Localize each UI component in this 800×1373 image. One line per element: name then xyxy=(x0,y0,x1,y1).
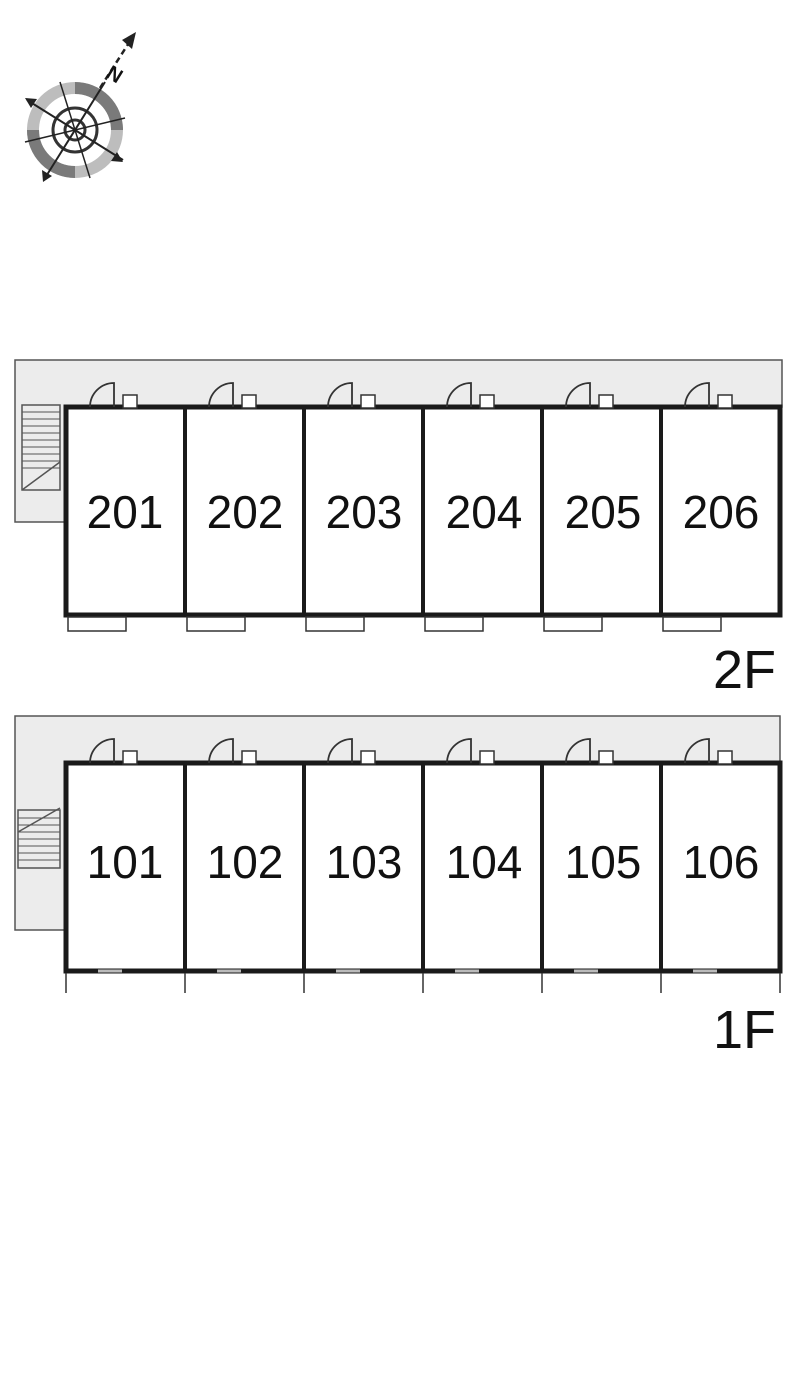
door-icon xyxy=(208,382,257,409)
door-icon xyxy=(565,738,614,765)
unit-number-206: 206 xyxy=(683,486,760,538)
unit-104: 104 xyxy=(446,738,544,973)
door-icon xyxy=(446,738,495,765)
unit-number-105: 105 xyxy=(565,836,642,888)
door-icon xyxy=(327,382,376,409)
unit-105: 105 xyxy=(565,738,663,973)
unit-102: 102 xyxy=(207,738,306,973)
door-icon xyxy=(89,382,138,409)
door-icon xyxy=(89,738,138,765)
balcony xyxy=(424,616,484,632)
door-icon xyxy=(327,738,376,765)
door-icon xyxy=(684,382,733,409)
unit-101: 101 xyxy=(87,738,187,973)
unit-201: 201 xyxy=(67,382,187,632)
unit-203: 203 xyxy=(305,382,425,632)
north-arrow-icon xyxy=(98,32,136,89)
unit-number-103: 103 xyxy=(326,836,403,888)
balcony xyxy=(543,616,603,632)
door-icon xyxy=(565,382,614,409)
unit-number-204: 204 xyxy=(446,486,523,538)
unit-number-203: 203 xyxy=(326,486,403,538)
balcony xyxy=(662,616,722,632)
stair-icon xyxy=(21,404,61,491)
floor-2f: 201 202 203 204 205 20 xyxy=(14,359,783,700)
unit-106: 106 xyxy=(683,738,760,973)
compass-rose-icon xyxy=(24,81,126,182)
compass: N xyxy=(24,32,136,182)
unit-number-205: 205 xyxy=(565,486,642,538)
unit-103: 103 xyxy=(326,738,425,973)
door-icon xyxy=(684,738,733,765)
north-label: N xyxy=(102,62,126,88)
unit-number-102: 102 xyxy=(207,836,284,888)
unit-206: 206 xyxy=(662,382,760,632)
unit-number-201: 201 xyxy=(87,486,164,538)
balcony xyxy=(67,616,127,632)
balcony xyxy=(186,616,246,632)
unit-202: 202 xyxy=(186,382,306,632)
unit-number-106: 106 xyxy=(683,836,760,888)
unit-205: 205 xyxy=(543,382,663,632)
floor-label-2f: 2F xyxy=(713,640,776,700)
stair-icon xyxy=(17,807,61,869)
unit-number-104: 104 xyxy=(446,836,523,888)
unit-number-202: 202 xyxy=(207,486,284,538)
door-icon xyxy=(208,738,257,765)
floor-1f: 101 102 103 104 105 10 xyxy=(14,715,783,1060)
floor-label-1f: 1F xyxy=(713,1000,776,1060)
unit-204: 204 xyxy=(424,382,544,632)
unit-number-101: 101 xyxy=(87,836,164,888)
door-icon xyxy=(446,382,495,409)
ground-markers xyxy=(65,973,781,993)
balcony xyxy=(305,616,365,632)
